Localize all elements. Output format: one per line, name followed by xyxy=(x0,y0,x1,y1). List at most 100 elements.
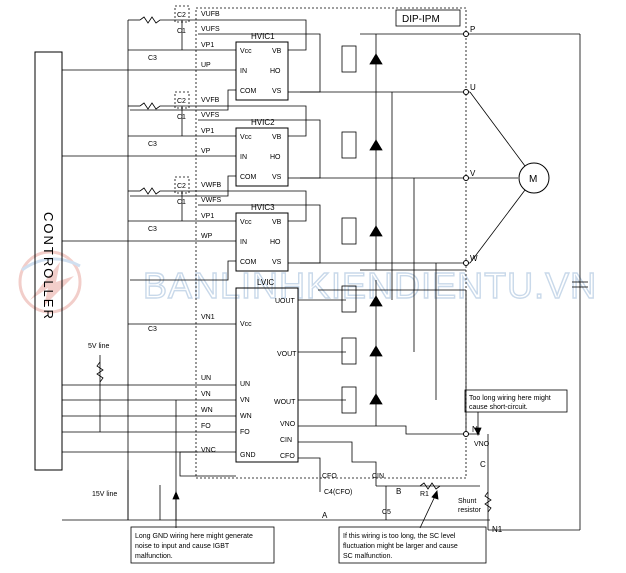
dip-ipm-outline xyxy=(195,7,467,479)
note-gnd: Long GND wiring here might generate nois… xyxy=(130,526,275,564)
svg-text:W: W xyxy=(470,254,478,263)
svg-text:Vcc: Vcc xyxy=(240,219,252,226)
svg-text:UN: UN xyxy=(240,381,250,388)
output-terminals: P U V W N VNO N1 xyxy=(463,25,503,534)
phase-v-pins: VVFB VVFS VP1 VP xyxy=(201,97,220,155)
hvic2-chip: HVIC2 Vcc IN COM VB HO VS xyxy=(235,118,289,187)
lvic-chip: LVIC Vcc UN VN WN FO GND UOUT VOUT WOUT … xyxy=(235,278,299,463)
bootstrap-caps-w: C2 C1 C3 xyxy=(148,176,190,233)
svg-text:V: V xyxy=(470,169,476,178)
svg-text:Vcc: Vcc xyxy=(240,134,252,141)
svg-text:VNC: VNC xyxy=(201,447,216,454)
svg-text:C3: C3 xyxy=(148,141,157,148)
svg-text:VS: VS xyxy=(272,259,282,266)
svg-text:WP: WP xyxy=(201,233,213,240)
bus-capacitor xyxy=(572,281,588,288)
label-cin: CIN xyxy=(372,473,384,480)
svg-text:Too long wiring here might: Too long wiring here might xyxy=(469,395,551,402)
label-15v-line: 15V line xyxy=(92,491,117,498)
node-b: B xyxy=(396,487,401,496)
svg-text:WN: WN xyxy=(201,407,213,414)
svg-text:COM: COM xyxy=(240,88,257,95)
c3-lower-label: C3 xyxy=(148,326,157,333)
svg-text:CIN: CIN xyxy=(280,437,292,444)
label-r1: R1 xyxy=(420,491,429,498)
svg-text:FO: FO xyxy=(201,423,211,430)
svg-text:VWFS: VWFS xyxy=(201,197,222,204)
svg-text:VVFS: VVFS xyxy=(201,112,220,119)
svg-text:HO: HO xyxy=(270,154,281,161)
note-sc: If this wiring is too long, the SC level… xyxy=(338,526,487,564)
svg-text:VB: VB xyxy=(272,219,282,226)
svg-text:N: N xyxy=(472,425,478,434)
svg-text:If this wiring is too long, th: If this wiring is too long, the SC level xyxy=(343,533,456,540)
svg-text:VUFB: VUFB xyxy=(201,11,220,18)
svg-text:COM: COM xyxy=(240,259,257,266)
svg-text:VNO: VNO xyxy=(280,421,296,428)
svg-text:C3: C3 xyxy=(148,226,157,233)
svg-text:FO: FO xyxy=(240,429,250,436)
svg-text:malfunction.: malfunction. xyxy=(135,553,173,560)
svg-text:Long GND wiring here might gen: Long GND wiring here might generate xyxy=(135,533,253,540)
hvic1-title: HVIC1 xyxy=(251,32,275,41)
dip-ipm-label-box xyxy=(395,9,461,27)
svg-text:noise to input and cause IGBT: noise to input and cause IGBT xyxy=(135,543,230,550)
svg-text:VNO: VNO xyxy=(474,441,490,448)
hvic2-title: HVIC2 xyxy=(251,118,275,127)
svg-text:UOUT: UOUT xyxy=(275,298,296,305)
svg-text:IN: IN xyxy=(240,154,247,161)
svg-text:VP1: VP1 xyxy=(201,42,214,49)
svg-text:VN1: VN1 xyxy=(201,314,215,321)
svg-text:WOUT: WOUT xyxy=(274,399,296,406)
svg-text:VP1: VP1 xyxy=(201,128,214,135)
svg-text:VB: VB xyxy=(272,134,282,141)
label-shunt: Shunt xyxy=(458,498,476,505)
label-c5: C5 xyxy=(382,509,391,516)
controller-box xyxy=(34,51,63,471)
svg-text:VWFB: VWFB xyxy=(201,182,222,189)
callout-arrows xyxy=(172,412,482,529)
svg-text:U: U xyxy=(470,83,476,92)
label-cfo: CFO xyxy=(322,473,337,480)
svg-text:VB: VB xyxy=(272,48,282,55)
svg-text:VP1: VP1 xyxy=(201,213,214,220)
svg-text:M: M xyxy=(529,174,537,185)
svg-text:VOUT: VOUT xyxy=(277,351,297,358)
svg-text:Vcc: Vcc xyxy=(240,48,252,55)
svg-text:WN: WN xyxy=(240,413,252,420)
hvic3-chip: HVIC3 Vcc IN COM VB HO VS xyxy=(235,203,289,272)
svg-text:CFO: CFO xyxy=(280,453,295,460)
svg-text:VS: VS xyxy=(272,88,282,95)
phase-w-pins: VWFB VWFS VP1 WP xyxy=(201,182,222,240)
svg-text:HO: HO xyxy=(270,239,281,246)
watermark-logo-icon xyxy=(18,250,82,314)
svg-text:VS: VS xyxy=(272,174,282,181)
label-5v-line: 5V line xyxy=(88,343,110,350)
lvic-title: LVIC xyxy=(257,278,274,287)
svg-text:VP: VP xyxy=(201,148,211,155)
phase-u-pins: VUFB VUFS VP1 UP xyxy=(201,11,220,69)
svg-text:C3: C3 xyxy=(148,55,157,62)
svg-text:C1: C1 xyxy=(177,114,186,121)
svg-text:IN: IN xyxy=(240,239,247,246)
svg-text:HO: HO xyxy=(270,68,281,75)
node-a: A xyxy=(322,511,328,520)
label-resistor: resistor xyxy=(458,507,482,514)
svg-text:N1: N1 xyxy=(492,525,503,534)
svg-text:C2: C2 xyxy=(177,183,186,190)
svg-text:fluctuation might be larger an: fluctuation might be larger and cause xyxy=(343,543,458,550)
controller-label: CONTROLLER xyxy=(41,212,56,321)
svg-text:C2: C2 xyxy=(177,12,186,19)
signal-wires xyxy=(62,16,581,531)
svg-text:IN: IN xyxy=(240,68,247,75)
svg-text:UN: UN xyxy=(201,375,211,382)
label-c4: C4(CFO) xyxy=(324,489,352,496)
svg-text:Vcc: Vcc xyxy=(240,321,252,328)
hvic1-chip: HVIC1 Vcc IN COM VB HO VS xyxy=(235,32,289,101)
dip-ipm-label: DIP-IPM xyxy=(402,14,440,25)
watermark-text: BANLINHKIENDIENTU.VN xyxy=(143,265,597,306)
bootstrap-caps-v: C2 C1 C3 xyxy=(148,91,190,148)
svg-text:VVFB: VVFB xyxy=(201,97,220,104)
svg-text:C1: C1 xyxy=(177,199,186,206)
